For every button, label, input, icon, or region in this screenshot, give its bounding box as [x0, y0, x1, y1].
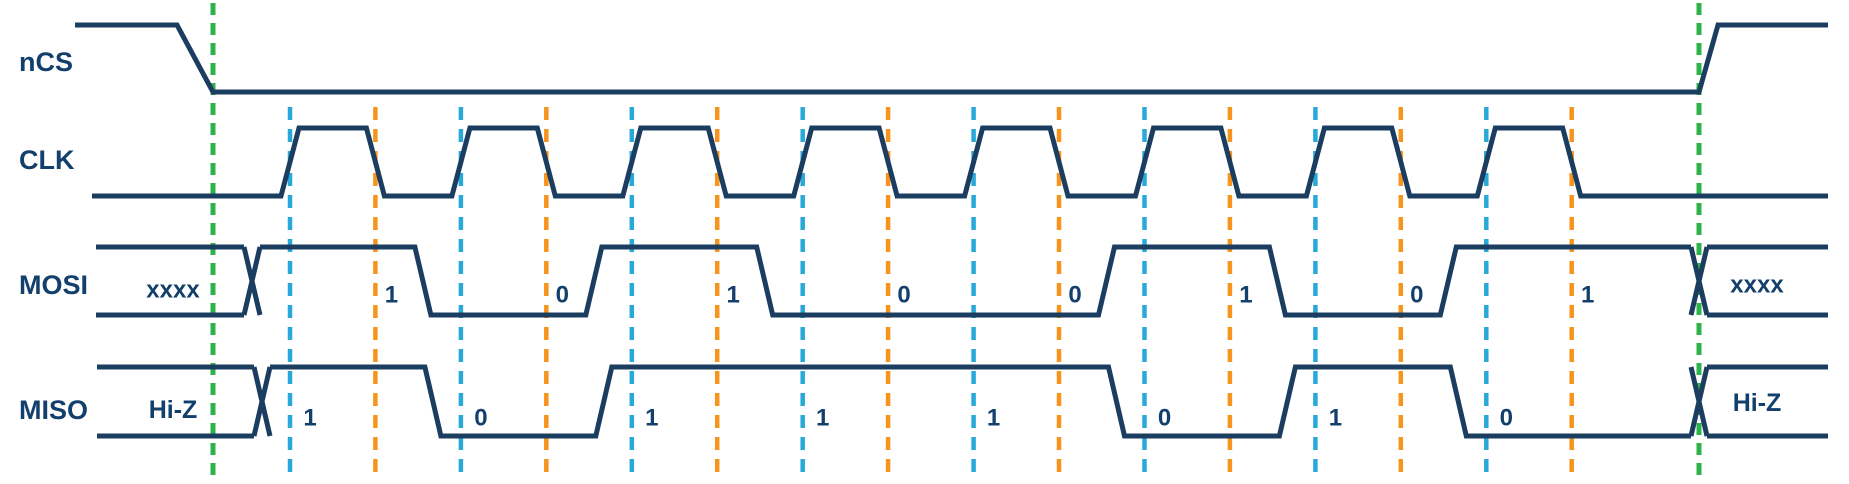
signal-label-ncs: nCS	[19, 47, 73, 77]
mosi-bit-label-3: 1	[727, 282, 740, 309]
mosi-undefined-label-left: xxxx	[146, 277, 200, 304]
mosi-bit-label-7: 0	[1410, 282, 1423, 309]
signal-label-clk: CLK	[19, 145, 75, 175]
miso-bit-label-7: 1	[1329, 405, 1342, 432]
miso-trace	[97, 364, 1828, 439]
signal-label-miso: MISO	[19, 395, 88, 425]
mosi-bit-label-6: 1	[1239, 282, 1252, 309]
miso-bit-label-2: 0	[474, 405, 487, 432]
mosi-bit-label-1: 1	[385, 282, 398, 309]
mosi-bit-label-2: 0	[556, 282, 569, 309]
miso-bit-label-3: 1	[645, 405, 658, 432]
miso-bit-label-6: 0	[1158, 405, 1171, 432]
mosi-bit-label-4: 0	[897, 282, 910, 309]
miso-bit-label-4: 1	[816, 405, 829, 432]
miso-bit-label-5: 1	[987, 405, 1000, 432]
miso-hiz-label-left: Hi-Z	[149, 396, 198, 424]
signal-label-mosi: MOSI	[19, 270, 88, 300]
mosi-bit-label-8: 1	[1581, 282, 1594, 309]
miso-bit-label-8: 0	[1500, 405, 1513, 432]
mosi-trace	[96, 244, 1828, 318]
mosi-bit-label-5: 0	[1068, 282, 1081, 309]
miso-hiz-label-right: Hi-Z	[1733, 389, 1782, 417]
miso-bit-label-1: 1	[303, 405, 316, 432]
ncs-trace	[75, 22, 1828, 95]
clk-trace	[92, 125, 1828, 199]
mosi-undefined-label-right: xxxx	[1730, 272, 1784, 299]
